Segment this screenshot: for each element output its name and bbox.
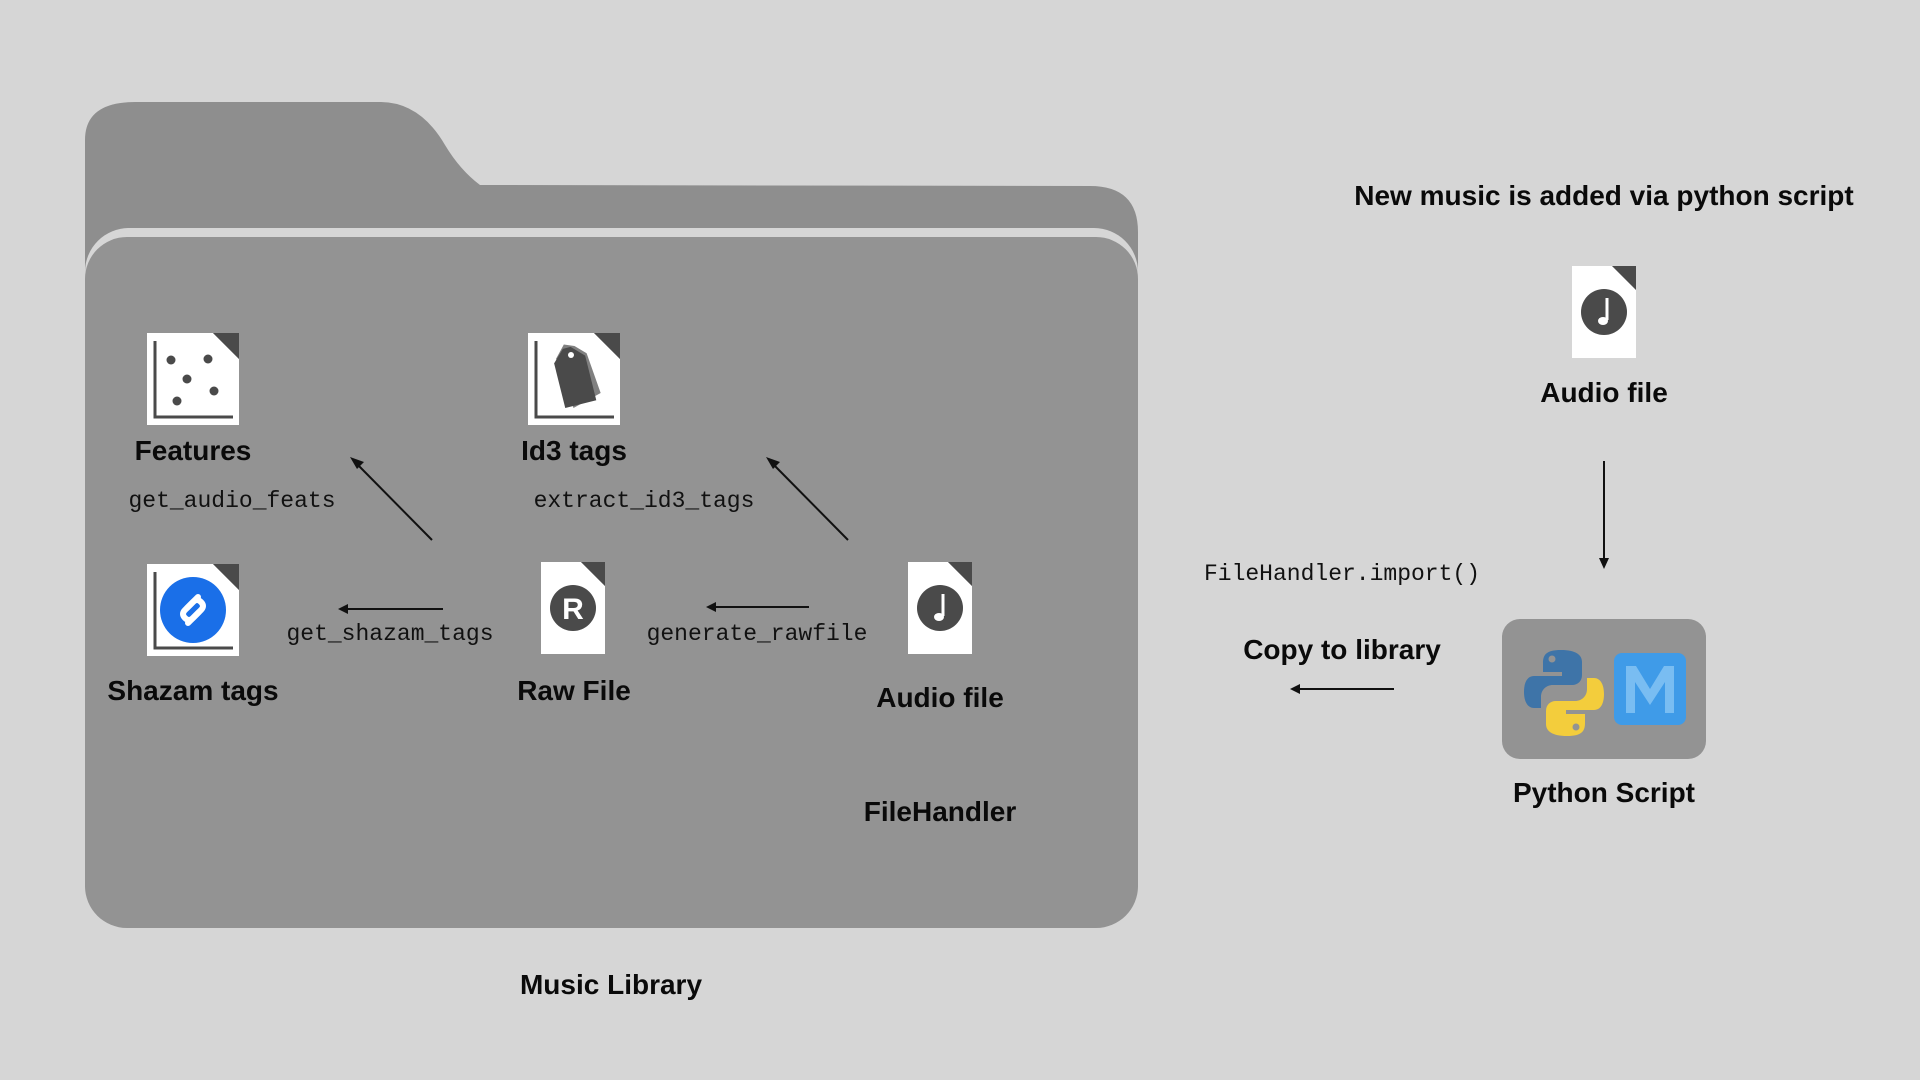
tag-file-icon — [528, 333, 620, 425]
features-file[interactable]: Features — [135, 333, 252, 466]
filehandler-import-label: FileHandler.import() — [1204, 561, 1480, 587]
python-script-label: Python Script — [1513, 777, 1695, 808]
raw-file-label: Raw File — [517, 675, 631, 706]
python-script[interactable]: Python Script — [1502, 619, 1706, 808]
extract-id3-tags-label: extract_id3_tags — [534, 488, 755, 514]
folder-body — [85, 237, 1138, 928]
r-logo-file-icon: R — [541, 562, 605, 654]
library-audio-file[interactable]: Audio file — [876, 562, 1004, 713]
filehandler-label: FileHandler — [864, 796, 1017, 827]
copy-to-library-label: Copy to library — [1243, 634, 1441, 665]
id3-tags-label: Id3 tags — [521, 435, 627, 466]
id3-tags-file[interactable]: Id3 tags — [521, 333, 627, 466]
shazam-file-icon — [147, 564, 239, 656]
m-logo-icon — [1614, 653, 1686, 725]
svg-text:R: R — [562, 593, 584, 626]
get-shazam-tags-label: get_shazam_tags — [286, 621, 493, 647]
scatter-chart-file-icon — [147, 333, 239, 425]
shazam-tags-label: Shazam tags — [107, 675, 278, 706]
generate-rawfile-label: generate_rawfile — [647, 621, 868, 647]
music-library-folder — [85, 102, 1138, 928]
copy-to-library-arrow — [1290, 684, 1394, 694]
get-audio-feats-arrow — [350, 457, 433, 541]
audio-to-script-arrow — [1599, 461, 1609, 569]
shazam-tags-file[interactable]: Shazam tags — [107, 564, 279, 706]
generate-rawfile-arrow — [706, 602, 809, 612]
get-shazam-tags-arrow — [338, 604, 443, 614]
music-note-file-icon — [908, 562, 972, 654]
music-note-file-icon — [1572, 266, 1636, 358]
new-audio-file[interactable]: Audio file — [1540, 266, 1668, 408]
python-logo-icon — [1524, 650, 1604, 736]
raw-file[interactable]: R Raw File — [517, 562, 631, 706]
extract-id3-tags-arrow — [766, 457, 849, 541]
library-audio-file-label: Audio file — [876, 682, 1004, 713]
import-flow-title: New music is added via python script — [1354, 180, 1853, 211]
music-library-caption: Music Library — [520, 969, 702, 1000]
features-label: Features — [135, 435, 252, 466]
new-audio-file-label: Audio file — [1540, 377, 1668, 408]
get-audio-feats-label: get_audio_feats — [128, 488, 335, 514]
